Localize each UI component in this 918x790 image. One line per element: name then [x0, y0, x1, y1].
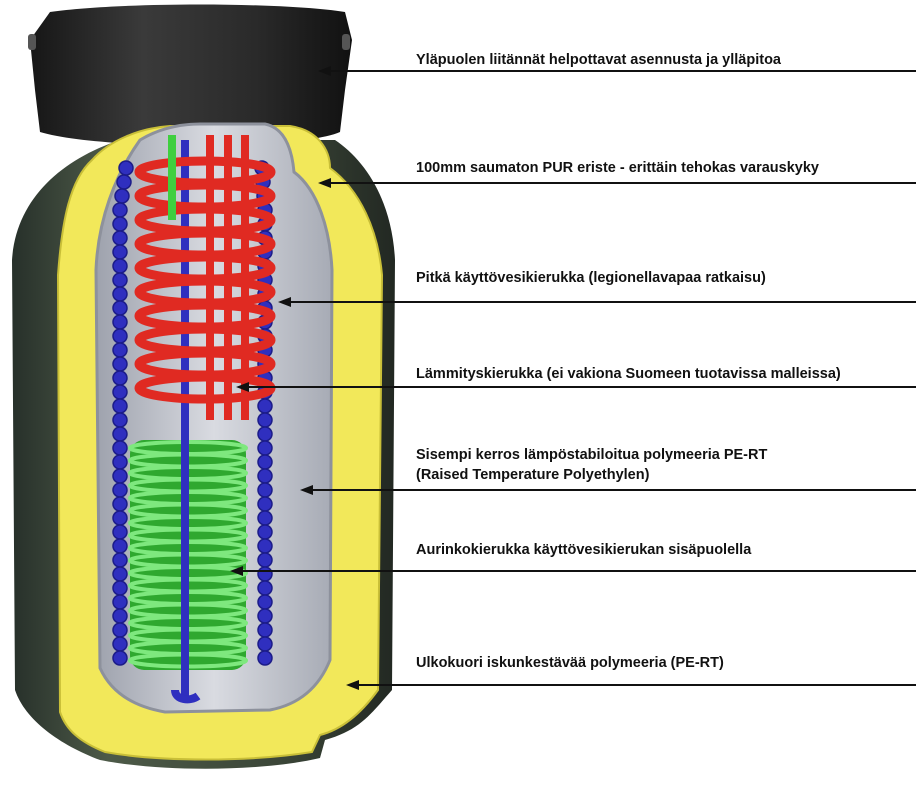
domestic-water-coil-turn	[112, 342, 128, 358]
top-cap-rim	[342, 34, 350, 50]
domestic-water-coil-turn	[257, 496, 273, 512]
domestic-water-coil-turn	[112, 524, 128, 540]
top-cap	[30, 4, 352, 146]
domestic-water-coil-turn	[112, 272, 128, 288]
domestic-water-coil-turn	[257, 524, 273, 540]
callout-label: Sisempi kerros lämpöstabiloitua polymeer…	[416, 445, 767, 485]
domestic-water-coil-turn	[112, 300, 128, 316]
callout-label: Yläpuolen liitännät helpottavat asennust…	[416, 50, 781, 70]
domestic-water-coil-turn	[112, 496, 128, 512]
domestic-water-coil-turn	[257, 636, 273, 652]
domestic-water-coil-turn	[112, 482, 128, 498]
domestic-water-coil-turn	[257, 608, 273, 624]
domestic-water-coil-turn	[118, 160, 134, 176]
domestic-water-coil-turn	[257, 594, 273, 610]
domestic-water-coil-turn	[112, 510, 128, 526]
domestic-water-coil-turn	[257, 426, 273, 442]
callout-label-line: Aurinkokierukka käyttövesikierukan sisäp…	[416, 542, 752, 558]
domestic-water-coil-turn	[112, 594, 128, 610]
domestic-water-coil-turn	[112, 552, 128, 568]
domestic-water-coil-turn	[112, 412, 128, 428]
callout-label: 100mm saumaton PUR eriste - erittäin teh…	[416, 158, 819, 178]
domestic-water-coil-turn	[112, 286, 128, 302]
domestic-water-coil-turn	[112, 244, 128, 260]
callout-label: Pitkä käyttövesikierukka (legionellavapa…	[416, 268, 766, 288]
callout-label-line: (Raised Temperature Polyethylen)	[416, 467, 650, 483]
domestic-water-coil-turn	[112, 440, 128, 456]
domestic-water-coil-turn	[112, 622, 128, 638]
callout-label: Ulkokuori iskunkestävää polymeeria (PE-R…	[416, 653, 724, 673]
domestic-water-coil-turn	[114, 188, 130, 204]
domestic-water-coil-turn	[112, 538, 128, 554]
domestic-water-coil-turn	[112, 608, 128, 624]
domestic-water-coil-turn	[112, 580, 128, 596]
domestic-water-coil-turn	[257, 510, 273, 526]
domestic-water-coil-turn	[257, 468, 273, 484]
domestic-water-coil-turn	[257, 538, 273, 554]
domestic-water-coil-turn	[257, 440, 273, 456]
callout-label: Lämmityskierukka (ei vakiona Suomeen tuo…	[416, 364, 841, 384]
domestic-water-coil-turn	[112, 370, 128, 386]
callout-label-line: Sisempi kerros lämpöstabiloitua polymeer…	[416, 447, 768, 463]
domestic-water-coil-turn	[257, 566, 273, 582]
domestic-water-coil-turn	[112, 636, 128, 652]
callout-label-line: 100mm saumaton PUR eriste - erittäin teh…	[416, 160, 819, 176]
domestic-water-coil-turn	[257, 622, 273, 638]
callout-label-line: Yläpuolen liitännät helpottavat asennust…	[416, 52, 781, 68]
domestic-water-coil-turn	[112, 328, 128, 344]
domestic-water-coil-turn	[257, 398, 273, 414]
domestic-water-coil-turn	[112, 650, 128, 666]
domestic-water-coil-turn	[112, 230, 128, 246]
domestic-water-coil-turn	[257, 650, 273, 666]
domestic-water-coil-turn	[112, 258, 128, 274]
callout-label-line: Lämmityskierukka (ei vakiona Suomeen tuo…	[416, 366, 841, 382]
callout-label-line: Pitkä käyttövesikierukka (legionellavapa…	[416, 270, 766, 286]
domestic-water-coil-turn	[257, 482, 273, 498]
domestic-water-coil-turn	[112, 468, 128, 484]
domestic-water-coil-turn	[112, 426, 128, 442]
heating-coil-ring	[134, 372, 276, 404]
domestic-water-coil-turn	[112, 566, 128, 582]
callout-label-line: Ulkokuori iskunkestävää polymeeria (PE-R…	[416, 655, 724, 671]
domestic-water-coil-turn	[112, 398, 128, 414]
domestic-water-coil-turn	[112, 216, 128, 232]
domestic-water-coil-turn	[112, 454, 128, 470]
top-cap-rim	[28, 34, 36, 50]
domestic-water-coil-turn	[112, 384, 128, 400]
domestic-water-coil-turn	[257, 552, 273, 568]
heating-coil	[134, 135, 276, 420]
domestic-water-coil-turn	[112, 356, 128, 372]
domestic-water-coil-turn	[112, 314, 128, 330]
domestic-water-coil-turn	[257, 412, 273, 428]
domestic-water-coil-turn	[257, 454, 273, 470]
callout-label: Aurinkokierukka käyttövesikierukan sisäp…	[416, 540, 751, 560]
domestic-water-coil-turn	[112, 202, 128, 218]
domestic-water-coil-turn	[257, 580, 273, 596]
domestic-water-coil-turn	[116, 174, 132, 190]
